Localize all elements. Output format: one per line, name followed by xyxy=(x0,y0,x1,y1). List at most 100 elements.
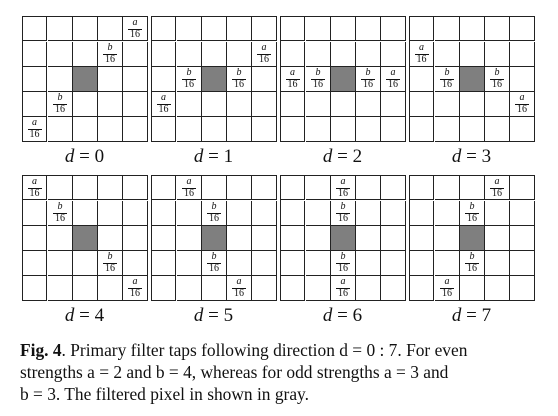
grid-cell xyxy=(410,251,434,276)
grid-cell xyxy=(281,42,305,67)
grid-cell xyxy=(48,276,73,301)
grid-cell xyxy=(202,17,227,41)
fraction-bar xyxy=(103,263,117,264)
fraction-bar xyxy=(128,288,142,289)
grid-cell xyxy=(98,226,123,251)
grid-cell xyxy=(98,92,123,117)
direction-label: d = 7 xyxy=(409,305,534,327)
fraction-denominator: 16 xyxy=(338,288,348,299)
grid-cell xyxy=(460,176,485,200)
fraction-numerator: a xyxy=(444,276,450,287)
caption-line-3: b = 3. The filtered pixel in shown in gr… xyxy=(20,384,309,404)
grid-cell xyxy=(202,42,227,67)
fraction-numerator: b xyxy=(186,67,192,78)
grid-cell xyxy=(356,42,381,67)
grid-cell xyxy=(331,117,356,142)
fraction-bar xyxy=(182,187,196,189)
grid-cell xyxy=(485,17,510,41)
grid-cell xyxy=(485,201,510,226)
grid-cell xyxy=(435,251,460,276)
fraction-numerator: a xyxy=(290,67,295,78)
grid-cell xyxy=(73,42,98,67)
caption-line-1: Fig. 4. Primary filter taps following di… xyxy=(20,339,540,361)
grid-cell xyxy=(331,92,356,117)
grid-cell xyxy=(306,92,331,117)
fraction-numerator: a xyxy=(340,276,346,287)
grid-cell xyxy=(356,251,381,276)
grid-cell xyxy=(510,201,535,226)
fraction-bar xyxy=(465,263,479,264)
grid-cell xyxy=(510,276,535,301)
direction-variable: d xyxy=(451,305,462,326)
direction-value: 1 xyxy=(223,146,234,167)
grid-cell xyxy=(48,17,73,41)
grid-cell xyxy=(381,251,406,276)
grid-cell xyxy=(252,17,277,41)
grid-cell xyxy=(152,17,176,41)
direction-label: d = 0 xyxy=(22,146,147,168)
fraction-bar xyxy=(336,288,350,289)
grid-cell xyxy=(152,226,176,251)
direction-variable: d xyxy=(322,146,333,167)
grid-cell xyxy=(152,117,176,142)
grid-cell xyxy=(306,201,331,226)
grid-cell xyxy=(485,42,510,67)
fraction-numerator: a xyxy=(261,42,267,53)
grid-cell xyxy=(23,17,47,41)
grid-cell xyxy=(152,176,176,200)
fraction-denominator: 16 xyxy=(467,213,477,224)
grid-cell xyxy=(227,117,252,142)
grid-cell xyxy=(202,176,227,200)
grid-cell xyxy=(510,251,535,276)
direction-variable: d xyxy=(322,305,333,326)
grid-cell xyxy=(356,276,381,301)
fraction-numerator: a xyxy=(32,117,37,128)
fraction-numerator: a xyxy=(236,276,242,287)
grid-cell xyxy=(73,276,98,301)
grid-cell xyxy=(331,42,356,67)
fraction-bar xyxy=(207,263,221,264)
fraction-bar xyxy=(361,79,375,80)
grid-cell xyxy=(485,226,510,251)
grid-cell xyxy=(73,176,98,200)
grid-cell xyxy=(98,117,123,142)
fraction-bar xyxy=(440,288,454,289)
caption-text-1: . Primary filter taps following directio… xyxy=(61,340,468,360)
direction-label: d = 1 xyxy=(151,146,276,168)
grid-cell xyxy=(23,92,47,117)
grid-cell xyxy=(281,226,305,251)
grid-cell xyxy=(510,226,535,251)
fraction-numerator: b xyxy=(236,67,242,78)
grid-cell xyxy=(510,42,535,67)
grid-cell xyxy=(331,17,356,41)
fraction-denominator: 16 xyxy=(184,79,194,90)
fraction-denominator: 16 xyxy=(388,79,398,90)
grid-cell xyxy=(177,17,202,41)
fraction-bar xyxy=(232,288,246,289)
grid-cell xyxy=(252,251,277,276)
fraction-bar xyxy=(336,187,350,189)
